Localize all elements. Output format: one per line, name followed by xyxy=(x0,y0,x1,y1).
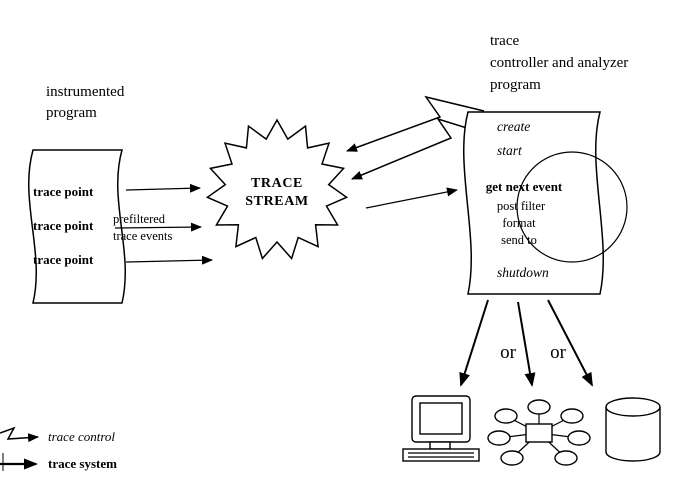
controller-title-line1: trace xyxy=(490,33,519,49)
output-arrows: or or xyxy=(459,299,593,387)
output-arrow-workstation xyxy=(459,299,489,387)
controller-title: trace controller and analyzer program xyxy=(490,33,628,93)
network-node xyxy=(494,408,518,424)
controller-group: create start get next event post filter … xyxy=(462,111,628,295)
instrumented-title-line2: program xyxy=(46,105,97,121)
or-label-left: or xyxy=(500,342,517,363)
controller-op-get-next-event: get next event xyxy=(486,179,563,194)
event-loop-circle xyxy=(516,151,628,263)
trace-system-label: trace system xyxy=(48,456,117,471)
legend: trace control trace system xyxy=(0,426,117,471)
workstation-icon xyxy=(402,395,480,462)
trace-stream-label-line1: TRACE xyxy=(251,176,303,191)
trace-event-arrows: prefiltered trace events xyxy=(113,183,213,265)
controller-title-line3: program xyxy=(490,77,541,93)
instrumented-program-title: instrumented program xyxy=(46,84,125,121)
instrumented-title-line1: instrumented xyxy=(46,84,125,100)
database-top xyxy=(605,397,661,417)
controller-op-start: start xyxy=(497,143,523,158)
trace-stream-star xyxy=(205,118,349,260)
trace-events-arrow-bottom xyxy=(125,255,213,265)
instrumented-program-group: trace point trace point trace point xyxy=(27,149,126,304)
database-body xyxy=(605,407,661,462)
network-icon xyxy=(487,399,591,466)
controller-op-create: create xyxy=(497,119,530,134)
instrumented-program-shape xyxy=(27,149,126,304)
network-node xyxy=(567,430,591,446)
control-bolt-arrow-2 xyxy=(351,117,487,180)
prefiltered-label-line1: prefiltered xyxy=(113,212,166,226)
keyboard xyxy=(402,448,480,462)
network-node xyxy=(527,399,551,415)
network-node xyxy=(487,430,511,446)
trace-point-label: trace point xyxy=(33,184,94,199)
control-bolt-arrow-1 xyxy=(346,95,485,152)
controller-op-send-to: send to xyxy=(501,233,537,247)
network-node xyxy=(500,450,524,466)
trace-control-label: trace control xyxy=(48,429,115,444)
network-node xyxy=(560,408,584,424)
trace-point-label: trace point xyxy=(33,218,94,233)
get-next-event-arrow xyxy=(365,187,458,209)
trace-events-arrow-top xyxy=(125,183,201,193)
network-node xyxy=(554,450,578,466)
database-icon xyxy=(605,397,661,462)
output-arrow-database xyxy=(547,299,593,387)
trace-point-label: trace point xyxy=(33,252,94,267)
output-arrow-network xyxy=(517,301,536,387)
network-hub xyxy=(525,423,553,443)
trace-stream-label-line2: STREAM xyxy=(245,194,309,209)
controller-op-post-filter: post filter xyxy=(497,199,546,213)
controller-op-format: format xyxy=(502,216,536,230)
monitor-stand xyxy=(429,441,451,450)
control-bolt-arrows xyxy=(346,95,487,209)
controller-title-line2: controller and analyzer xyxy=(490,55,628,71)
monitor-screen xyxy=(419,402,463,435)
trace-events-arrow-middle xyxy=(114,222,202,232)
or-label-right: or xyxy=(550,342,567,363)
controller-op-shutdown: shutdown xyxy=(497,265,549,280)
trace-stream-group: TRACE STREAM xyxy=(205,118,349,260)
trace-control-arrow xyxy=(0,426,39,443)
prefiltered-label-line2: trace events xyxy=(113,229,172,243)
